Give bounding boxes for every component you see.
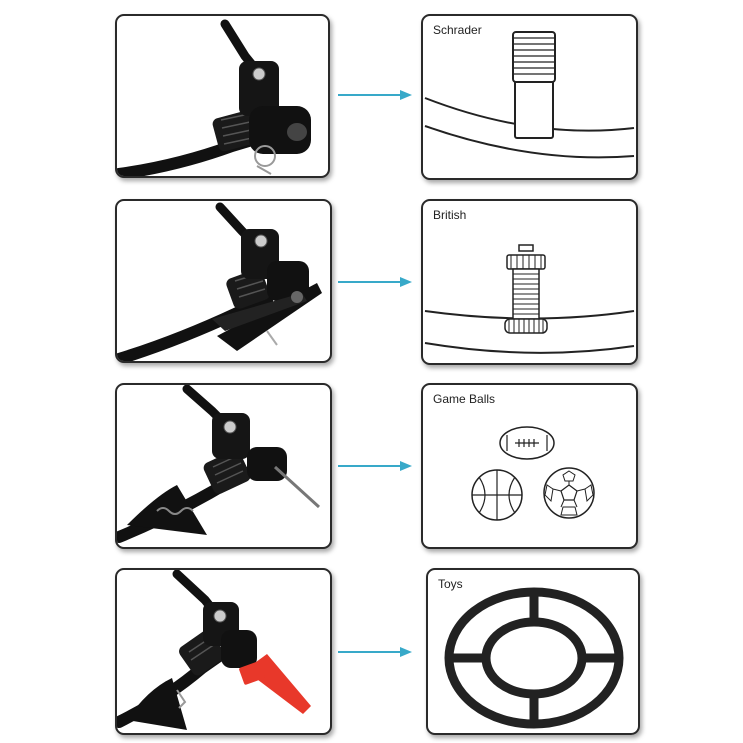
schrader-valve-image [424,31,635,159]
valve-label: British [433,208,467,222]
toy-ring-image [444,587,624,729]
british-valve-image [424,244,635,354]
pump-photo-card-4 [115,568,332,735]
valve-card-3: Game Balls [421,383,638,549]
valve-card-1: Schrader [421,14,638,180]
valve-label: Schrader [433,23,482,37]
pump-head-plain-image [117,19,311,176]
pump-head-with-cone-nozzle-image [117,570,311,730]
pump-photo-card-1 [115,14,330,178]
valve-card-2: British [421,199,638,365]
pump-head-with-needle-image [117,385,321,543]
arrow-icon [338,461,412,471]
basketball-icon [471,469,523,521]
soccer-ball-icon [543,467,595,519]
pump-head-with-clip-image [117,202,322,361]
valve-label: Game Balls [433,392,496,406]
football-icon [499,426,555,460]
game-balls-image [471,426,595,521]
valve-card-4: Toys [426,568,640,735]
valve-label: Toys [438,577,463,591]
pump-photo-card-2 [115,199,332,363]
arrow-icon [338,277,412,287]
arrow-icon [338,647,412,657]
pump-photo-card-3 [115,383,332,549]
arrow-icon [338,90,412,100]
